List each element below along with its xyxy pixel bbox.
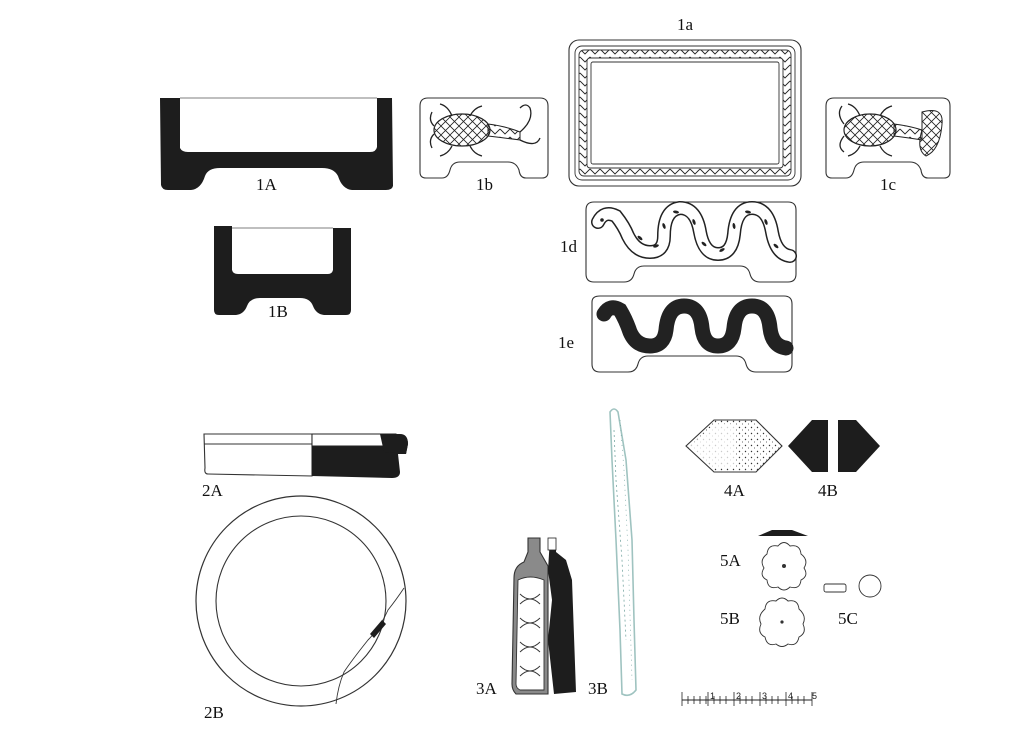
object-1e-panel	[591, 295, 794, 373]
label-2B: 2B	[204, 703, 224, 722]
label-4A: 4A	[724, 481, 746, 500]
scale-tick-2: 2	[736, 691, 741, 701]
scale-tick-4: 4	[788, 691, 793, 701]
label-3A: 3A	[476, 679, 498, 698]
object-1A-section	[160, 97, 393, 190]
label-1d: 1d	[560, 237, 578, 256]
label-5B: 5B	[720, 609, 740, 628]
label-4B: 4B	[818, 481, 838, 500]
lizard-motif-2	[838, 103, 943, 157]
scale-tick-1: 1	[710, 691, 715, 701]
object-5C	[823, 574, 882, 598]
label-1a: 1a	[677, 15, 694, 34]
lizard-motif	[429, 103, 541, 157]
object-1b-panel	[419, 97, 549, 179]
label-3B: 3B	[588, 679, 608, 698]
label-1A: 1A	[256, 175, 278, 194]
label-1b: 1b	[476, 175, 493, 194]
object-2A-section	[203, 433, 408, 478]
label-5A: 5A	[720, 551, 742, 570]
flower-bead-5A	[761, 542, 807, 591]
object-1B-section	[214, 226, 351, 315]
scale-bar: 1 2 3 4 5	[681, 691, 817, 706]
object-1a-topview	[568, 39, 802, 187]
label-5C: 5C	[838, 609, 858, 628]
object-4A	[685, 419, 783, 473]
snake-motif-1e	[596, 298, 794, 356]
object-5B	[759, 597, 805, 647]
label-2A: 2A	[202, 481, 224, 500]
object-1d-panel	[585, 200, 797, 283]
object-2B-topview	[195, 495, 407, 707]
snake-motif-1d	[591, 200, 797, 263]
label-1c: 1c	[880, 175, 897, 194]
object-3B	[609, 408, 637, 697]
object-4B	[788, 420, 880, 472]
object-3A	[511, 537, 576, 695]
scale-tick-3: 3	[762, 691, 767, 701]
scale-tick-5: 5	[812, 691, 817, 701]
object-5A	[758, 530, 808, 591]
label-1B: 1B	[268, 302, 288, 321]
object-1c-panel	[825, 97, 951, 179]
label-1e: 1e	[558, 333, 574, 352]
